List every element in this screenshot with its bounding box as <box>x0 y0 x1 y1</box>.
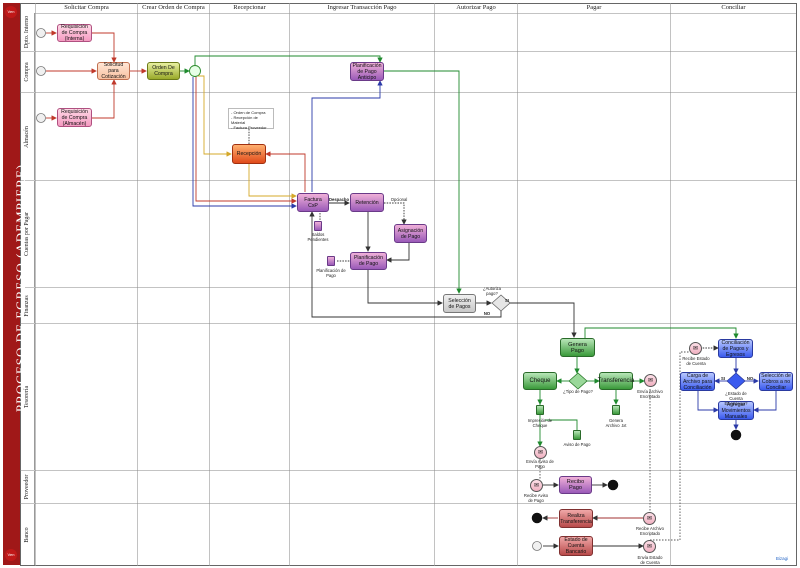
document-icon <box>327 256 335 266</box>
task-solicitud-cotizacion[interactable]: Solicitud para Cotización <box>97 62 130 80</box>
label-estado-electronico: ¿Estado de Cuenta Electrónico? <box>724 391 748 406</box>
lane-dividers <box>20 51 796 504</box>
label-autoriza-pago: ¿Autoriza pago? <box>483 286 501 296</box>
document-icon <box>314 221 322 231</box>
label-recibe-estado: Recibe Estado de Cuenta <box>682 356 710 366</box>
pool-frame <box>20 3 797 566</box>
column-header-autorizar: Autorizar Pago <box>456 4 496 11</box>
label-despacho: Despacho <box>329 197 350 202</box>
label-envia-aviso: Envía Aviso de Pago <box>526 459 554 469</box>
envelope-icon: ✉ <box>534 446 547 459</box>
task-estado-cuenta[interactable]: Estado de Cuenta Bancario <box>559 536 593 556</box>
column-header-conciliar: Conciliar <box>721 4 746 11</box>
label-planificacion-doc: Planificación de Pago <box>316 268 346 278</box>
label-aviso-pago-doc: Aviso de Pago <box>563 442 591 447</box>
lane-label-finanzas: Finanzas <box>20 288 35 323</box>
label-recibe-aviso: Recibe Aviso de Pago <box>523 493 549 503</box>
label-no: NO <box>483 311 491 316</box>
column-header-orden: Crear Orden de Compra <box>142 4 205 11</box>
start-event-banco <box>532 541 542 551</box>
task-carga-archivo[interactable]: Carga de Archivo para Conciliación <box>680 372 715 391</box>
start-events <box>36 28 542 551</box>
lane-label-banco: Banco <box>20 504 35 565</box>
task-recepcion[interactable]: Recepción <box>232 144 266 164</box>
column-header-ingresar: Ingresar Transacción Pago <box>327 4 397 11</box>
task-cheque[interactable]: Cheque <box>523 372 557 390</box>
logo-top: Ven <box>5 6 17 18</box>
lane-label-cxp: Cuentas por Pagar <box>20 181 35 287</box>
document-icon <box>536 405 544 415</box>
task-retencion[interactable]: Retención <box>350 193 384 212</box>
lane-label-compra: Compra <box>20 52 35 92</box>
logo-bottom: Ven <box>5 549 17 561</box>
label-tipo-pago: ¿Tipo de Pago? <box>563 389 593 394</box>
document-icon <box>612 405 620 415</box>
annotation-note: - Orden de Compra - Recepción de Materia… <box>228 108 274 130</box>
task-requisicion-interna[interactable]: Requisición de Compra (Interna) <box>57 24 92 42</box>
task-realiza-transferencia[interactable]: Realiza Transferencia <box>559 509 593 528</box>
envelope-icon: ✉ <box>643 540 656 553</box>
task-agregar-movimientos[interactable]: Agregar Movimientos Manuales <box>718 401 754 420</box>
task-orden-compra[interactable]: Orden De Compra <box>147 62 180 80</box>
envelope-icon: ✉ <box>643 512 656 525</box>
label-si: SI <box>505 298 509 303</box>
column-dividers <box>35 3 671 566</box>
label-si-conciliar: SI <box>721 376 725 381</box>
flows <box>46 30 777 549</box>
label-impresion-cheque: Impresión de Cheque <box>527 418 553 428</box>
parallel-event <box>189 65 201 77</box>
task-planificacion-pago[interactable]: Planificación de Pago <box>350 252 387 270</box>
task-seleccion-pagos[interactable]: Selección de Pagos <box>443 294 476 313</box>
label-no-conciliar: NO <box>746 376 754 381</box>
column-header-pagar: Pagar <box>586 4 602 11</box>
task-seleccion-cobros[interactable]: Selección de Cobros a no Conciliar <box>759 372 793 391</box>
label-envia-estado: Envía Estado de Cuenta <box>637 555 663 565</box>
task-planificacion-anticipo[interactable]: Planificación de Pago Anticipo <box>350 62 384 81</box>
task-factura-cxp[interactable]: Factura CxP <box>297 193 329 212</box>
lane-label-proveedor: Proveedor <box>20 471 35 503</box>
start-event-almacen <box>36 113 46 123</box>
column-header-recepcionar: Recepcionar <box>233 4 266 11</box>
label-tagline: Bizagi <box>775 556 789 561</box>
label-opcional: Opcional <box>390 197 408 202</box>
gateway-tipo-pago <box>568 372 588 390</box>
lane-label-dpto: Dpto. Interno <box>20 13 35 51</box>
envelope-icon: ✉ <box>644 374 657 387</box>
label-envia-archivo: Envía Archivo Encriptado <box>637 389 663 399</box>
pool-bar: PROCESO DE EGRESO (ADEMPIERE) <box>3 3 28 565</box>
task-transferencia[interactable]: Transferencia <box>598 372 634 390</box>
column-header-solicitar: Solicitar Compra <box>64 4 109 11</box>
envelope-icon: ✉ <box>530 479 543 492</box>
task-asignacion-pago[interactable]: Asignación de Pago <box>394 224 427 243</box>
document-icon <box>573 430 581 440</box>
start-event-dpto <box>36 28 46 38</box>
task-conciliacion[interactable]: Conciliación de Pagos y Egresos <box>718 339 753 358</box>
label-recibe-archivo: Recibe Archivo Encriptado <box>636 526 664 536</box>
label-saldos-pendientes: Saldos Pendientes <box>307 232 329 242</box>
label-genera-archivo: Genera Archivo .txt <box>605 418 627 428</box>
lane-label-tesoreria: Tesorería <box>20 324 35 470</box>
task-recibo-pago[interactable]: Recibo Pago <box>559 476 592 494</box>
end-events <box>531 429 742 524</box>
gateway-estado-electronico <box>726 372 746 390</box>
envelope-icon: ✉ <box>689 342 702 355</box>
task-genera-pago[interactable]: Genera Pago <box>560 338 595 357</box>
lane-label-almacen: Almacén <box>20 93 35 180</box>
start-event-compra <box>36 66 46 76</box>
task-requisicion-almacen[interactable]: Requisición de Compra (Almacén) <box>57 108 92 127</box>
